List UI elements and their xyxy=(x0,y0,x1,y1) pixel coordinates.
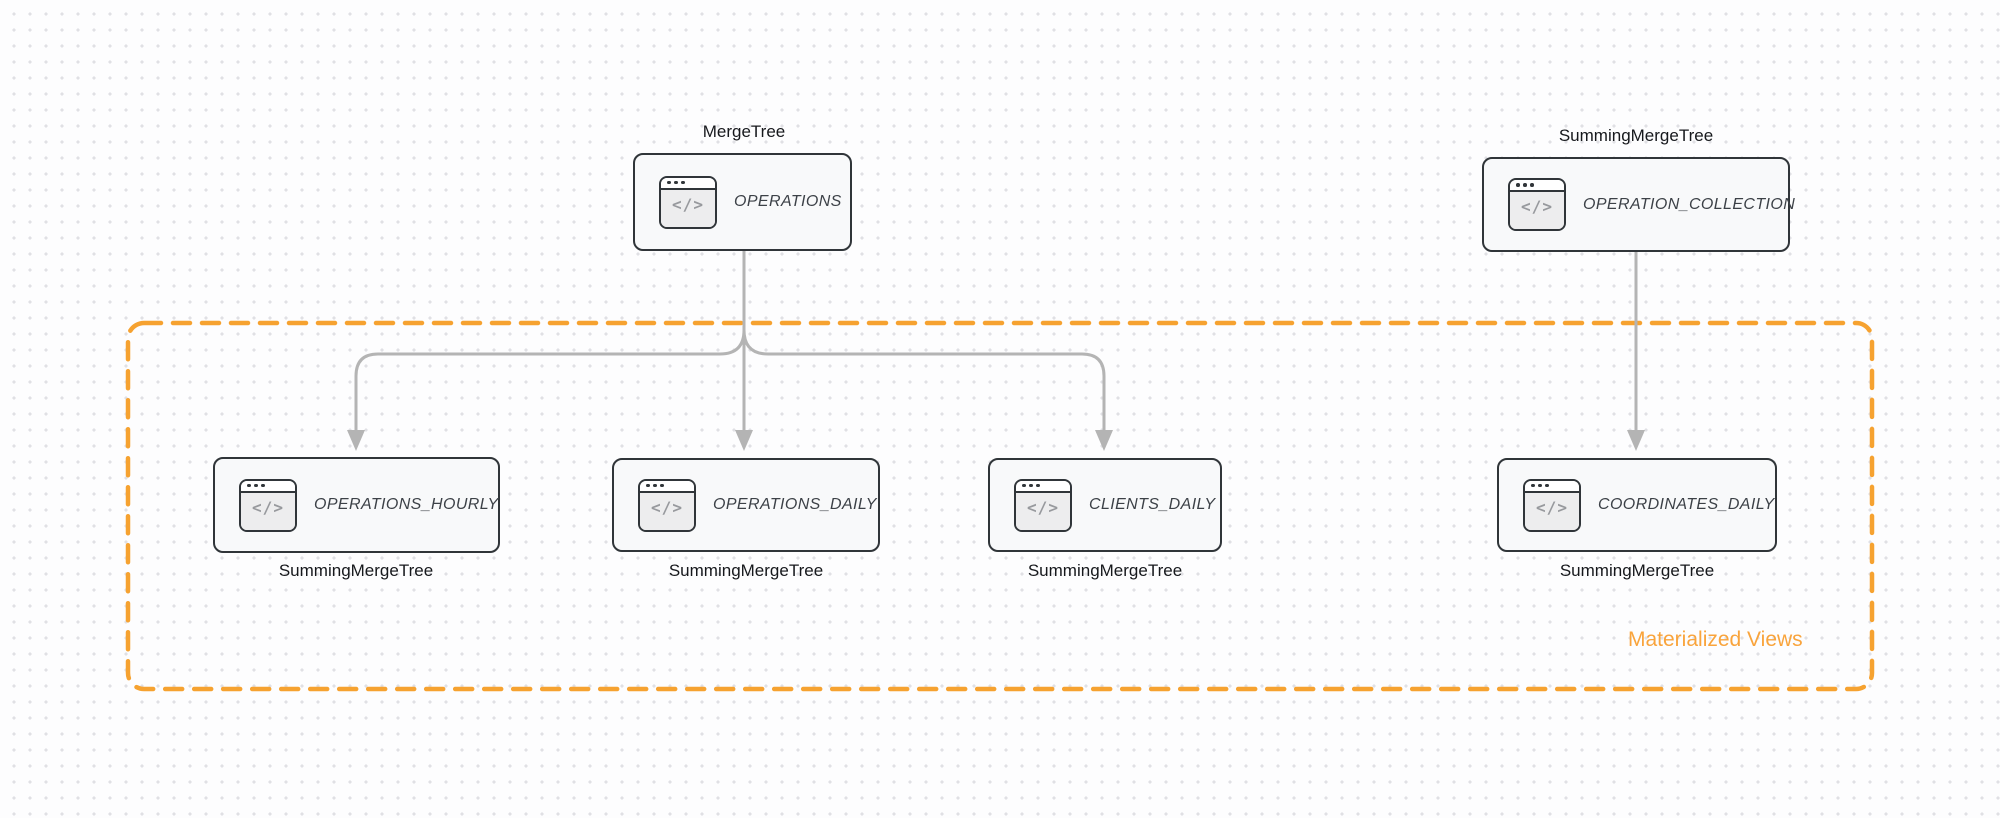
table-name: OPERATIONS_HOURLY xyxy=(314,496,499,513)
table-name: CLIENTS_DAILY xyxy=(1089,496,1216,513)
engine-label-summingmergetree: SummingMergeTree xyxy=(1558,126,1714,145)
table-node-coordinates-daily[interactable]: </> COORDINATES_DAILY xyxy=(1497,458,1777,552)
table-node-operation-collection[interactable]: </> OPERATION_COLLECTION xyxy=(1482,157,1795,252)
code-glyph: </> xyxy=(1016,492,1070,530)
code-glyph: </> xyxy=(241,492,295,530)
code-window-icon: </> xyxy=(638,478,696,532)
engine-label-mergetree: MergeTree xyxy=(702,122,786,141)
table-name: COORDINATES_DAILY xyxy=(1598,496,1775,513)
code-window-icon: </> xyxy=(239,478,297,532)
engine-label-summingmergetree: SummingMergeTree xyxy=(1027,561,1183,580)
code-window-icon: </> xyxy=(1523,478,1581,532)
code-glyph: </> xyxy=(640,492,694,530)
materialized-views-group-label[interactable]: Materialized Views xyxy=(1628,628,1803,651)
materialized-views-group-border xyxy=(125,320,1875,692)
code-window-icon: </> xyxy=(659,175,717,229)
arrowhead-clients-daily xyxy=(1095,430,1113,451)
edge-operations-to-clients-daily xyxy=(742,329,1106,430)
arrowhead-operations-hourly xyxy=(347,430,365,451)
window-dots-icon xyxy=(1016,480,1070,493)
window-dots-icon xyxy=(1510,180,1564,192)
code-window-icon: </> xyxy=(1014,478,1072,532)
table-node-operations[interactable]: </> OPERATIONS xyxy=(633,153,852,251)
code-glyph: </> xyxy=(661,189,715,227)
table-name: OPERATIONS xyxy=(734,193,842,210)
table-node-operations-hourly[interactable]: </> OPERATIONS_HOURLY xyxy=(213,457,500,553)
edge-operations-to-operations-hourly xyxy=(354,329,746,430)
engine-label-summingmergetree: SummingMergeTree xyxy=(1559,561,1715,580)
engine-label-summingmergetree: SummingMergeTree xyxy=(668,561,824,580)
window-dots-icon xyxy=(661,177,715,190)
arrowhead-operations-daily xyxy=(735,430,753,451)
arrowhead-coordinates-daily xyxy=(1627,430,1645,451)
code-glyph: </> xyxy=(1525,492,1579,530)
window-dots-icon xyxy=(640,480,694,493)
table-name: OPERATION_COLLECTION xyxy=(1583,195,1796,213)
code-window-icon: </> xyxy=(1508,178,1566,231)
table-name: OPERATIONS_DAILY xyxy=(713,496,877,513)
window-dots-icon xyxy=(1525,480,1579,493)
table-node-operations-daily[interactable]: </> OPERATIONS_DAILY xyxy=(612,458,880,552)
table-node-clients-daily[interactable]: </> CLIENTS_DAILY xyxy=(988,458,1222,552)
engine-label-summingmergetree: SummingMergeTree xyxy=(278,561,434,580)
window-dots-icon xyxy=(241,480,295,493)
code-glyph: </> xyxy=(1510,192,1564,229)
